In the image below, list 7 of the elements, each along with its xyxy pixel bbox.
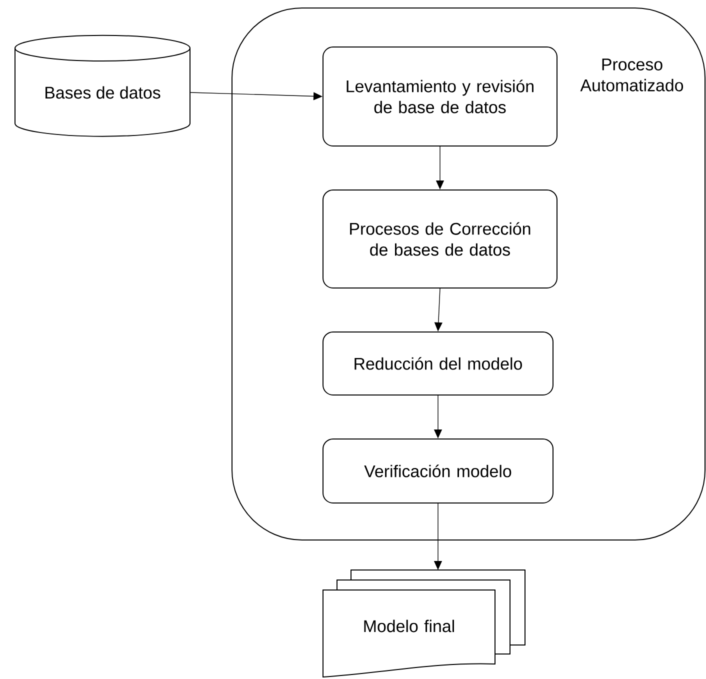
process-box: Procesos de Corrección de bases de datos <box>322 189 558 288</box>
process-box: Reducción del modelo <box>322 331 554 396</box>
database-cylinder: Bases de datos <box>14 34 190 137</box>
process-box: Verificación modelo <box>322 438 554 504</box>
node-label: Modelo final <box>364 620 454 632</box>
document-stack: Modelo final <box>322 569 526 678</box>
process-box: Levantamiento y revisión de base de datos <box>322 46 558 146</box>
